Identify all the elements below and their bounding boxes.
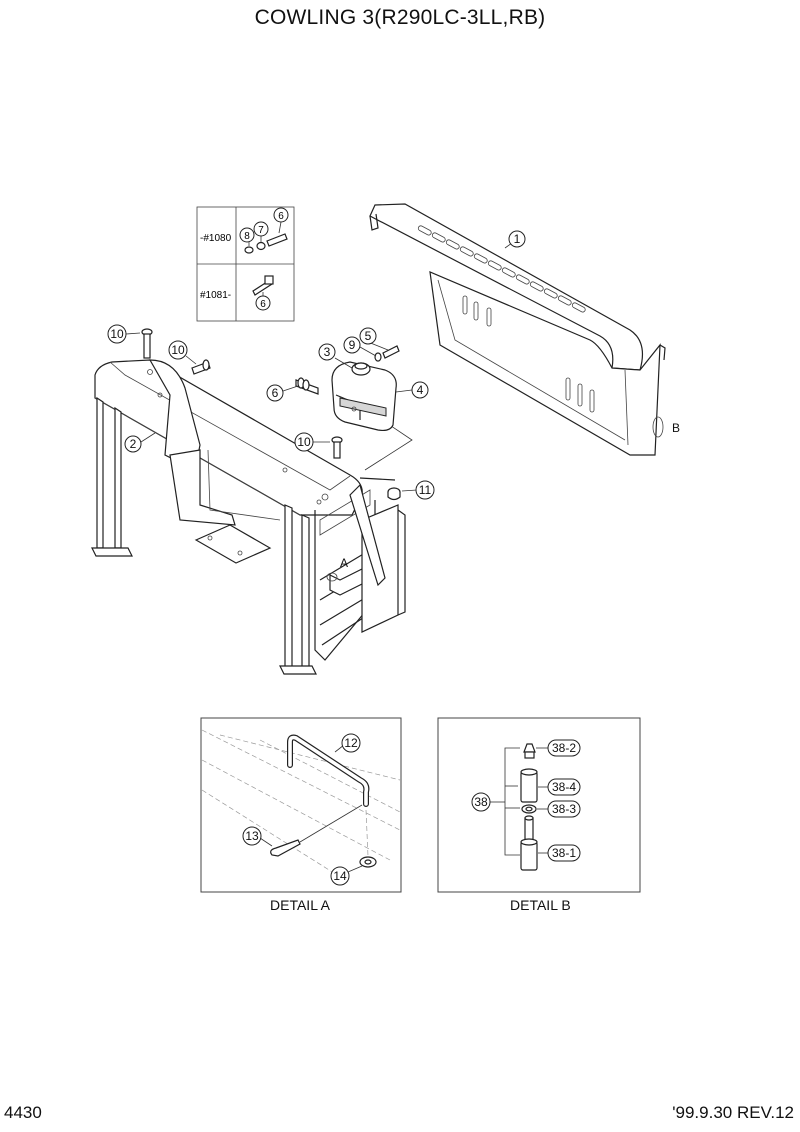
callout-10-b: 10 — [171, 343, 185, 357]
callout-38-3: 38-3 — [552, 802, 576, 816]
serial-number-table: -#1080 #1081- 8 7 6 6 — [196, 206, 295, 322]
callout-38-4: 38-4 — [552, 780, 576, 794]
page-title: COWLING 3(R290LC-3LL,RB) — [254, 6, 546, 29]
serial-row-1: -#1080 — [200, 233, 232, 244]
detail-a-marker: A — [340, 556, 348, 570]
detail-a-box — [200, 717, 402, 893]
callout-38: 38 — [474, 795, 488, 809]
callout-3: 3 — [324, 345, 331, 359]
callout-10-a: 10 — [110, 327, 124, 341]
callout-5: 5 — [365, 329, 372, 343]
washer-part — [244, 246, 254, 254]
serial-row-2: #1081- — [200, 290, 231, 301]
callout-1: 1 — [514, 232, 521, 246]
callout-12: 12 — [344, 736, 358, 750]
tank-bracket-part — [295, 345, 400, 432]
revision-date: '99.9.30 REV.12 — [672, 1103, 794, 1122]
lock-washer-part — [256, 241, 266, 251]
callout-6: 6 — [272, 386, 279, 400]
detail-b-marker: B — [672, 421, 680, 435]
cowling-cover-part — [369, 203, 666, 456]
callout-6-table-2: 6 — [260, 299, 266, 310]
bolt-part — [266, 233, 288, 247]
callout-2: 2 — [130, 437, 137, 451]
callout-4: 4 — [417, 383, 424, 397]
callout-14: 14 — [333, 869, 347, 883]
page-number: 4430 — [4, 1103, 42, 1122]
callout-7: 7 — [258, 225, 264, 236]
detail-b-box — [437, 717, 641, 893]
bolt-10-group: 10 10 10 — [107, 324, 343, 459]
callout-38-2: 38-2 — [552, 741, 576, 755]
detail-a-label: DETAIL A — [270, 897, 330, 913]
callout-6-table: 6 — [278, 211, 284, 222]
callout-9: 9 — [349, 338, 356, 352]
rubber-stop-part — [387, 487, 401, 501]
callout-10-c: 10 — [297, 435, 311, 449]
callout-11: 11 — [419, 483, 432, 497]
callout-38-1: 38-1 — [552, 846, 576, 860]
support-frame-part — [91, 359, 413, 675]
callout-13: 13 — [245, 829, 259, 843]
callout-8: 8 — [244, 231, 250, 242]
detail-b-label: DETAIL B — [510, 897, 571, 913]
